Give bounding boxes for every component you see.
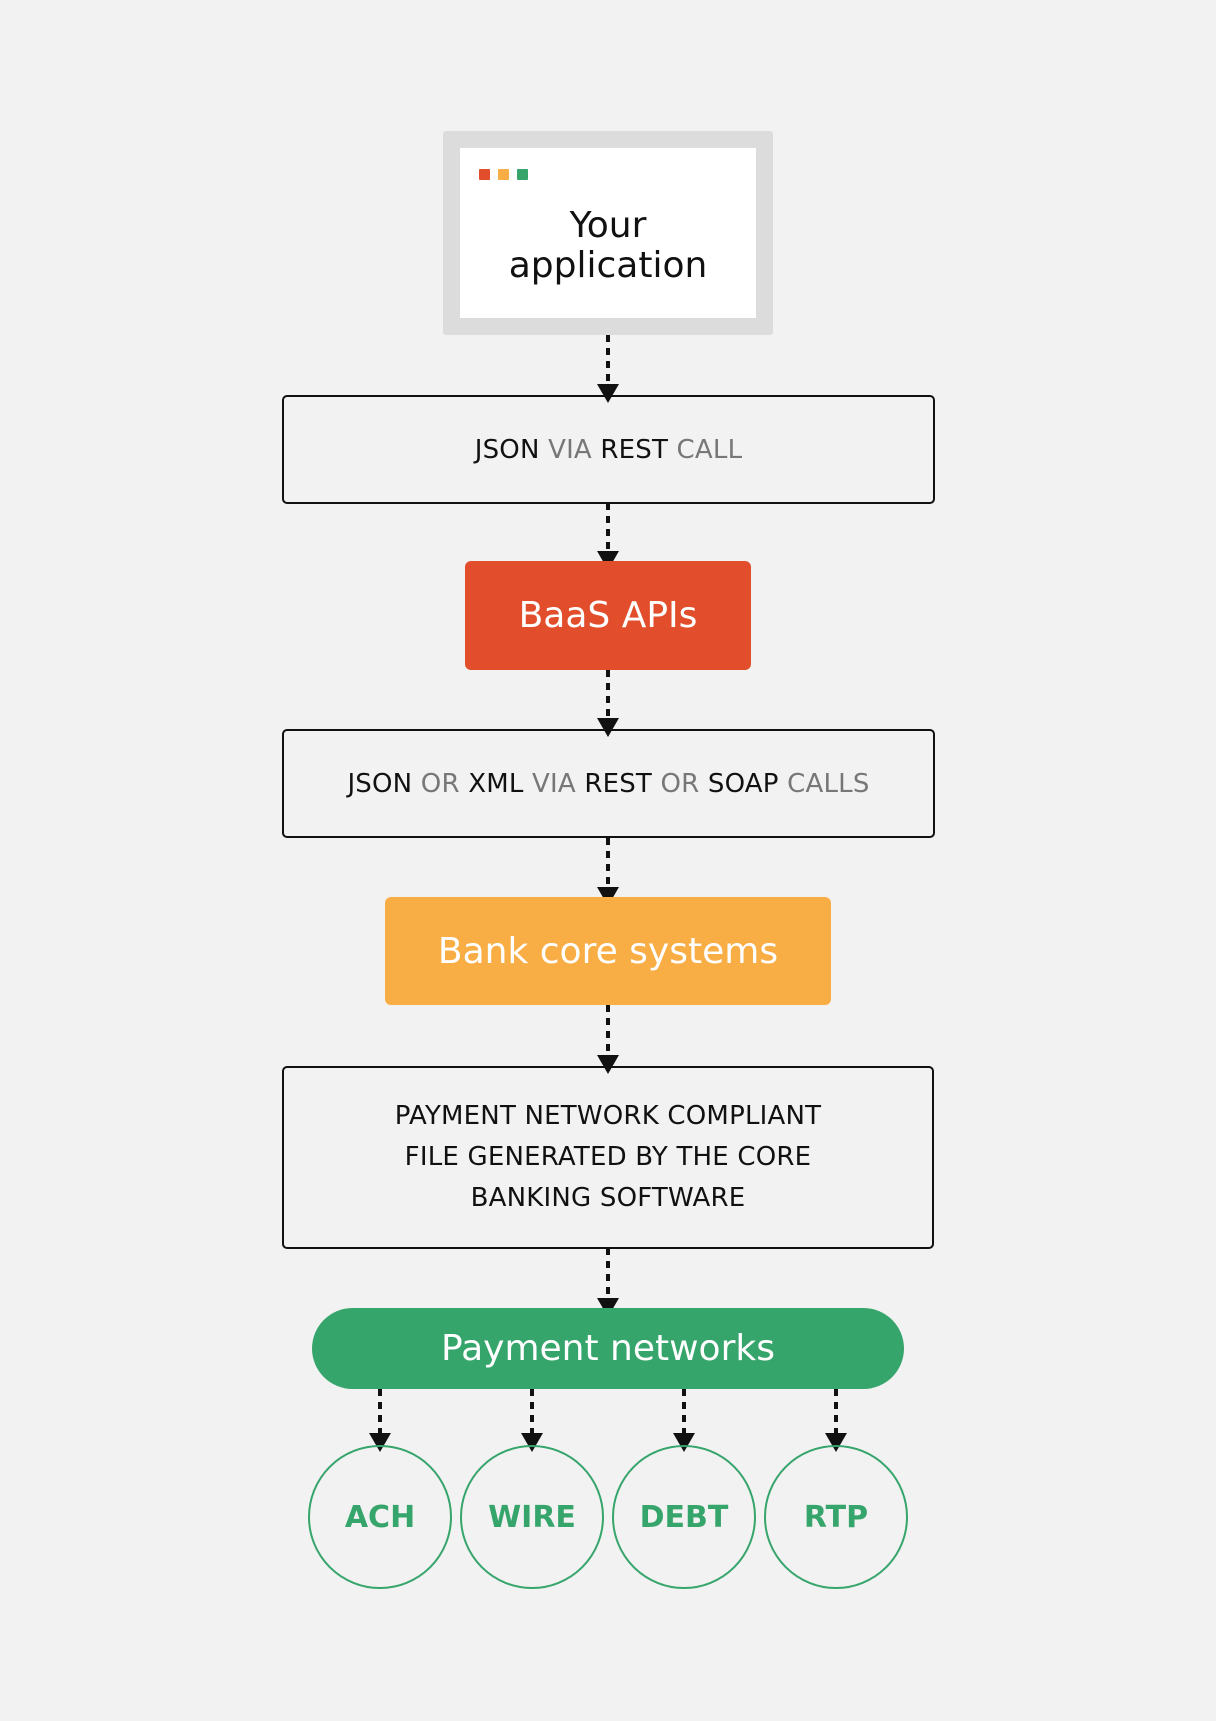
payment-networks-label: Payment networks: [440, 1328, 775, 1369]
rail-wire-circle: WIRE: [460, 1445, 604, 1589]
baas-apis-label: BaaS APIs: [518, 595, 698, 636]
arrowhead: [597, 384, 619, 403]
rail-rtp-label: RTP: [803, 1499, 869, 1535]
label-text: JSON VIA REST CALL: [475, 435, 743, 465]
payment-networks-pill: Payment networks: [312, 1308, 904, 1389]
compliant-file-line3: BANKING SOFTWARE: [470, 1183, 746, 1213]
arrowhead: [369, 1433, 391, 1452]
label-keyword: JSON: [347, 768, 413, 799]
bank-core-systems-label: Bank core systems: [437, 930, 779, 972]
window-dot-yellow-icon: [498, 169, 509, 180]
compliant-file-line2: FILE GENERATED BY THE CORE: [404, 1142, 812, 1172]
rail-ach-label: ACH: [344, 1499, 416, 1535]
baas-apis-box: BaaS APIs: [465, 561, 751, 670]
arrowhead: [597, 551, 619, 570]
rail-wire-label: WIRE: [488, 1499, 576, 1535]
rail-debt-circle: DEBT: [612, 1445, 756, 1589]
application-window: [460, 148, 756, 318]
arrowhead: [521, 1433, 543, 1452]
label-keyword: JSON: [474, 434, 540, 465]
json-xml-rest-soap-box: JSON OR XML VIA REST OR SOAP CALLS: [282, 729, 935, 838]
label-keyword: XML: [468, 768, 524, 799]
rail-rtp-circle: RTP: [764, 1445, 908, 1589]
application-title-line2: application: [508, 245, 708, 286]
arrowhead: [673, 1433, 695, 1452]
window-dot-green-icon: [517, 169, 528, 180]
label-keyword: REST: [584, 768, 653, 799]
application-title: Your application: [460, 206, 756, 286]
window-dot-red-icon: [479, 169, 490, 180]
arrowhead: [825, 1433, 847, 1452]
label-connector: VIA: [548, 434, 592, 465]
label-connector: VIA: [532, 768, 576, 799]
label-text: JSON OR XML VIA REST OR SOAP CALLS: [347, 769, 869, 799]
json-rest-call-box: JSON VIA REST CALL: [282, 395, 935, 504]
arrowhead: [597, 718, 619, 737]
label-connector: CALLS: [787, 768, 870, 799]
arrowhead: [597, 1055, 619, 1074]
rail-debt-label: DEBT: [639, 1499, 729, 1535]
compliant-file-line1: PAYMENT NETWORK COMPLIANT: [394, 1101, 822, 1131]
compliant-file-box: PAYMENT NETWORK COMPLIANT FILE GENERATED…: [282, 1066, 934, 1249]
bank-core-systems-box: Bank core systems: [385, 897, 831, 1005]
label-keyword: SOAP: [707, 768, 779, 799]
rail-ach-circle: ACH: [308, 1445, 452, 1589]
application-title-line1: Your: [569, 205, 647, 246]
arrowhead: [597, 1298, 619, 1317]
arrowhead: [597, 887, 619, 906]
label-connector: OR: [660, 768, 700, 799]
label-connector: CALL: [676, 434, 743, 465]
label-keyword: REST: [600, 434, 669, 465]
label-connector: OR: [420, 768, 460, 799]
